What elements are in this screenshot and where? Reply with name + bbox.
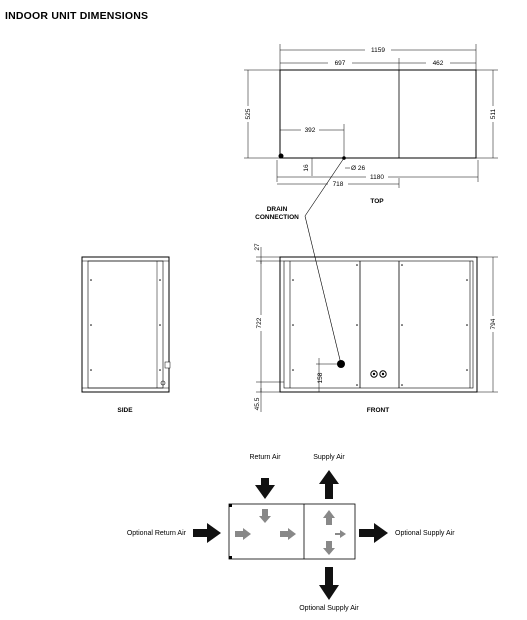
dim-depth-right: 511 (490, 108, 497, 119)
label-side-view: SIDE (117, 407, 133, 414)
inner-down-arrow-icon (323, 541, 335, 555)
label-optional-return-air: Optional Return Air (127, 530, 187, 537)
label-return-air: Return Air (249, 454, 281, 461)
label-optional-supply-air-bottom: Optional Supply Air (299, 605, 359, 612)
dim-left-width: 697 (335, 60, 346, 67)
drain-connection-callout: DRAIN CONNECTION (255, 157, 345, 365)
supply-air-arrow-icon (319, 470, 339, 499)
label-supply-air: Supply Air (313, 454, 345, 461)
label-optional-supply-air-right: Optional Supply Air (395, 530, 455, 537)
dim-base-width: 1180 (370, 174, 384, 181)
dim-drain-diameter: Ø 26 (351, 165, 365, 172)
optional-supply-air-right-arrow-icon (359, 523, 388, 543)
label-top-view: TOP (370, 198, 384, 205)
dim-base-height: 45.5 (254, 397, 261, 410)
dim-front-height-inner: 722 (256, 317, 263, 328)
drain-port (337, 360, 345, 368)
dim-right-width: 462 (433, 60, 444, 67)
dim-drain-height: 158 (317, 372, 324, 383)
top-view-corner-mark (278, 153, 284, 159)
dim-overall-width: 1159 (371, 47, 385, 54)
optional-supply-air-bottom-arrow-icon (319, 567, 339, 600)
drain-label-line2: CONNECTION (255, 214, 299, 221)
label-front-view: FRONT (367, 407, 389, 414)
dim-drain-small: 16 (303, 164, 310, 172)
airflow-diagram: Return Air Supply Air Optional Return Ai… (127, 454, 455, 612)
inner-down-arrow-icon (259, 509, 271, 523)
front-view: 27 722 45.5 794 158 FRONT (254, 243, 498, 414)
return-air-arrow-icon (255, 478, 275, 499)
page-title: INDOOR UNIT DIMENSIONS (5, 10, 149, 22)
drain-label-line1: DRAIN (267, 206, 288, 213)
side-view: SIDE (81, 256, 171, 414)
optional-return-air-arrow-icon (193, 523, 221, 543)
airflow-unit-box (228, 503, 356, 560)
dim-drain-offset: 392 (305, 127, 316, 134)
dim-drain-distance: 718 (333, 181, 344, 188)
inner-up-arrow-icon (323, 510, 335, 525)
dim-front-height-total: 794 (490, 318, 497, 329)
top-view-body (279, 69, 477, 159)
top-view: 1159 697 462 525 511 392 16 Ø 26 (243, 44, 498, 205)
inner-right-arrow-icon (335, 530, 346, 538)
inner-right-arrow-icon (280, 528, 296, 540)
inner-right-arrow-icon (235, 528, 251, 540)
dim-front-top-gap: 27 (254, 243, 261, 251)
dim-depth-left: 525 (245, 108, 252, 119)
